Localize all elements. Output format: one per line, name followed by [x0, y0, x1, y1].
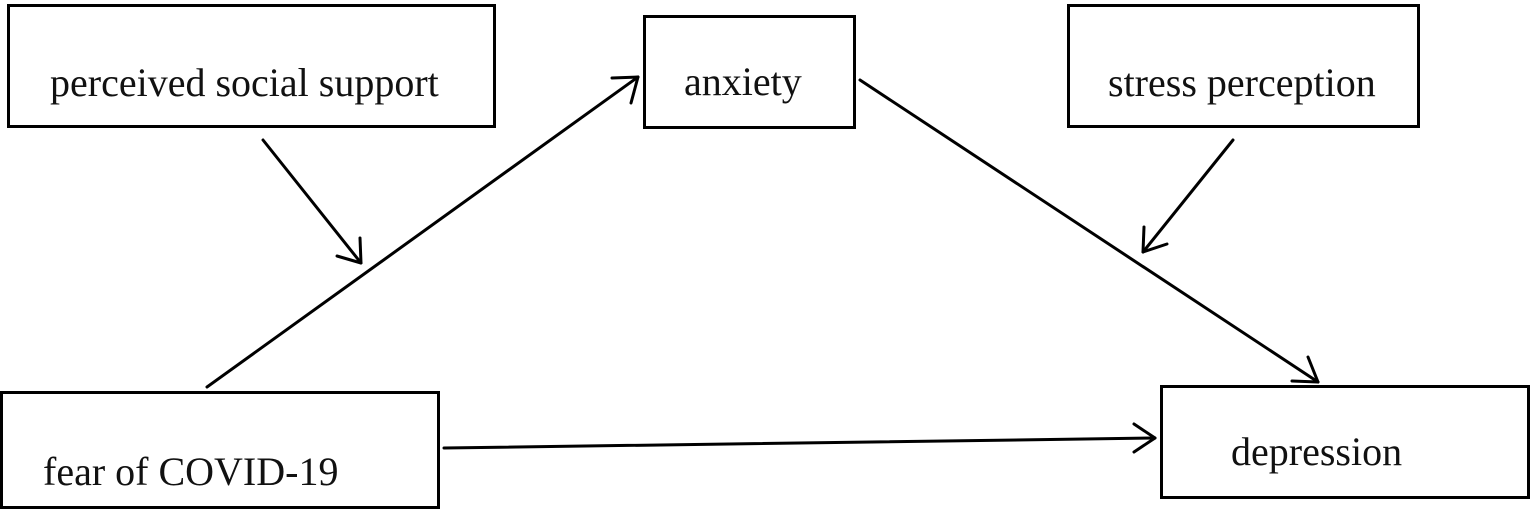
arrowhead-fear-to-depression [1132, 422, 1157, 454]
node-label-fear-of-covid: fear of COVID-19 [43, 449, 339, 494]
arrowhead-stress-moderation [1141, 225, 1169, 254]
edge-fear-to-anxiety [205, 75, 640, 389]
node-label-stress-perception: stress perception [1108, 60, 1376, 105]
node-label-perceived-social-support: perceived social support [50, 60, 439, 105]
edge-support-moderation [261, 138, 363, 265]
node-label-anxiety: anxiety [684, 59, 802, 104]
arrowhead-anxiety-to-depression [1290, 355, 1320, 384]
node-perceived-social-support: perceived social support [7, 4, 496, 128]
edge-fear-to-depression [442, 436, 1157, 450]
node-anxiety: anxiety [643, 15, 856, 129]
node-depression: depression [1160, 385, 1530, 499]
edge-anxiety-to-depression [858, 78, 1320, 384]
node-label-depression: depression [1231, 429, 1403, 474]
arrowhead-fear-to-anxiety [610, 75, 640, 105]
edge-stress-moderation [1141, 138, 1235, 254]
node-stress-perception: stress perception [1067, 4, 1420, 128]
arrowhead-support-moderation [335, 236, 363, 265]
node-fear-of-covid: fear of COVID-19 [0, 391, 440, 509]
